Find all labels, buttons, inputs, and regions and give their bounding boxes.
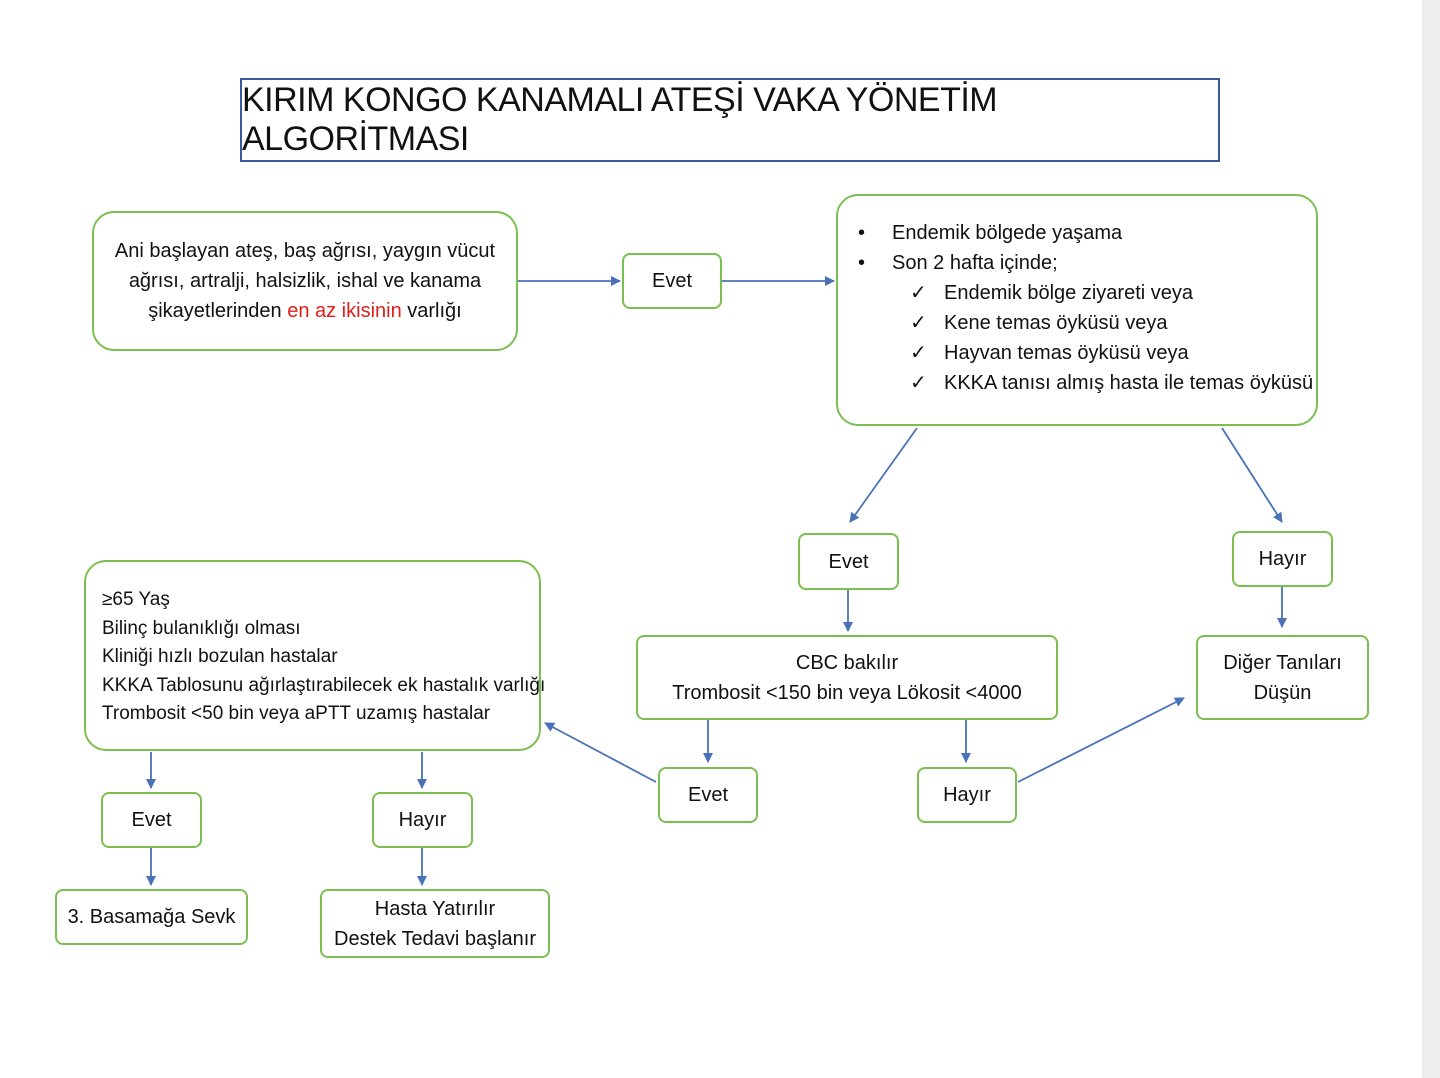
no-box-2: Hayır	[917, 767, 1017, 823]
yes-label-4: Evet	[131, 809, 172, 831]
yes-box-4: Evet	[101, 792, 202, 848]
symptoms-line-3: şikayetlerinden en az ikisinin varlığı	[148, 296, 462, 326]
admit-box: Hasta Yatırılır Destek Tedavi başlanır	[320, 889, 550, 958]
exposure-box: Endemik bölgede yaşama Son 2 hafta içind…	[836, 194, 1318, 426]
page-edge	[1422, 0, 1440, 1078]
yes-box-3: Evet	[658, 767, 758, 823]
yes-box-1: Evet	[622, 253, 722, 309]
no-label-3: Hayır	[398, 809, 447, 831]
symptoms-highlight: en az ikisinin	[287, 300, 402, 322]
symptoms-box: Ani başlayan ateş, baş ağrısı, yaygın vü…	[92, 211, 518, 351]
other-diagnoses-line-1: Diğer Tanıları	[1223, 651, 1342, 674]
other-diagnoses-line-2: Düşün	[1253, 681, 1312, 704]
page-title: KIRIM KONGO KANAMALI ATEŞİ VAKA YÖNETİM …	[240, 78, 1220, 162]
exposure-checklist: Endemik bölge ziyareti veya Kene temas ö…	[858, 278, 1316, 398]
cbc-box: CBC bakılır Trombosit <150 bin veya Löko…	[636, 635, 1058, 720]
no-label-1: Hayır	[1258, 548, 1307, 570]
cbc-line-1: CBC bakılır	[795, 651, 899, 674]
refer-box: 3. Basamağa Sevk	[55, 889, 248, 945]
symptoms-line-2: ağrısı, artralji, halsizlik, ishal ve ka…	[128, 270, 482, 292]
yes-box-2: Evet	[798, 533, 899, 590]
risk-criteria-box: ≥65 Yaş Bilinç bulanıklığı olması Kliniğ…	[84, 560, 546, 751]
risk-item-2: Bilinç bulanıklığı olması	[102, 617, 301, 639]
symptoms-line-3-end: varlığı	[401, 300, 462, 322]
exposure-bullet-2: Son 2 hafta içinde;	[858, 248, 1316, 278]
no-label-2: Hayır	[943, 784, 991, 806]
exposure-bullets: Endemik bölgede yaşama Son 2 hafta içind…	[858, 218, 1316, 278]
arrow-exposure-to-yes	[849, 427, 918, 523]
symptoms-line-3-start: şikayetlerinden	[148, 300, 288, 322]
exposure-check-4: KKKA tanısı almış hasta ile temas öyküsü	[910, 368, 1316, 398]
yes-label-2: Evet	[828, 550, 869, 573]
admit-line-1: Hasta Yatırılır	[374, 897, 496, 920]
risk-item-5: Trombosit <50 bin veya aPTT uzamış hasta…	[102, 703, 491, 724]
no-box-1: Hayır	[1232, 531, 1333, 587]
exposure-bullet-1: Endemik bölgede yaşama	[858, 218, 1316, 248]
yes-label-1: Evet	[651, 270, 693, 292]
exposure-check-3: Hayvan temas öyküsü veya	[910, 338, 1316, 368]
other-diagnoses-box: Diğer Tanıları Düşün	[1196, 635, 1369, 720]
symptoms-line-1: Ani başlayan ateş, baş ağrısı, yaygın vü…	[114, 240, 496, 262]
yes-label-3: Evet	[687, 784, 729, 806]
arrow-exposure-to-no	[1221, 427, 1283, 523]
refer-label: 3. Basamağa Sevk	[67, 906, 236, 928]
risk-item-3: Kliniği hızlı bozulan hastalar	[102, 646, 338, 667]
exposure-check-1: Endemik bölge ziyareti veya	[910, 278, 1316, 308]
admit-line-2: Destek Tedavi başlanır	[334, 927, 536, 950]
arrow-no-to-other-diagnoses-2	[1017, 697, 1185, 783]
no-box-3: Hayır	[372, 792, 473, 848]
cbc-line-2: Trombosit <150 bin veya Lökosit <4000	[672, 681, 1022, 704]
arrow-yes-to-risk	[544, 722, 657, 783]
risk-item-4: KKKA Tablosunu ağırlaştırabilecek ek has…	[102, 674, 546, 696]
exposure-check-2: Kene temas öyküsü veya	[910, 308, 1316, 338]
risk-item-1: ≥65 Yaş	[102, 589, 170, 610]
